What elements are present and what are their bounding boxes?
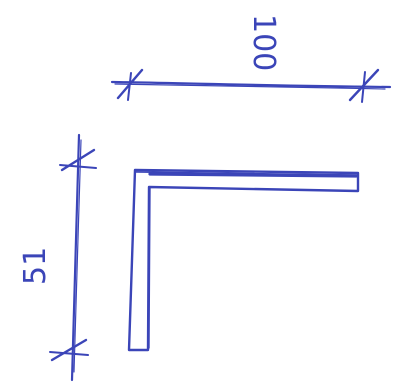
height-dimension-label: 51: [18, 247, 53, 285]
width-dimension-line: [110, 80, 392, 89]
width-dimension-label: 100: [246, 14, 281, 71]
height-dimension-tick-top: [60, 148, 96, 172]
angle-section: [127, 168, 360, 352]
width-dimension-line-overstroke: [114, 83, 386, 90]
height-dimension-tick-bottom: [50, 338, 88, 362]
width-dimension: 100: [110, 14, 392, 103]
height-dimension: 51: [18, 133, 97, 382]
width-dimension-tick-right-vertical: [361, 71, 366, 103]
angle-section-outline: [127, 168, 360, 352]
height-dimension-tick-bottom-horizontal: [49, 351, 89, 356]
angle-section-outline-overstroke: [135, 171, 358, 349]
angle-section-top-edge-thick: [148, 172, 358, 178]
width-dimension-tick-left-vertical: [127, 72, 132, 101]
height-dimension-tick-top-horizontal: [59, 164, 97, 169]
